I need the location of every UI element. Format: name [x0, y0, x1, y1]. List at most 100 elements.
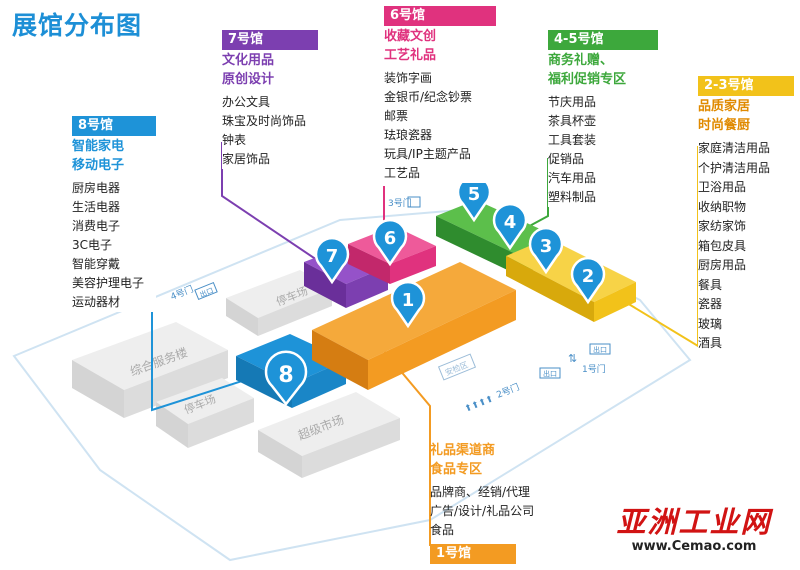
hall-23-sub2: 时尚餐厨	[698, 118, 751, 133]
page-title: 展馆分布图	[12, 11, 143, 40]
hall-8-card: 8号馆 智能家电 移动电子 厨房电器生活电器消费电子 3C电子智能穿戴美容护理电子…	[72, 116, 156, 312]
hall-8-sub1: 智能家电	[72, 139, 125, 154]
hall-7-card: 7号馆 文化用品 原创设计 办公文具珠宝及时尚饰品钟表家居饰品	[222, 30, 318, 169]
hall-pin-label: 3	[540, 236, 553, 257]
hall-pin-8: 8	[264, 350, 308, 407]
hall-pin-label: 8	[278, 363, 293, 388]
hall-pin-label: 5	[468, 184, 481, 205]
hall-pin-4: 4	[492, 203, 528, 251]
hall-23-block	[506, 238, 636, 322]
hall-1-header: 1号馆	[430, 544, 516, 564]
hall-1-sub1: 礼品渠道商	[430, 443, 496, 458]
hall-8-item: 厨房电器	[72, 181, 121, 195]
hall-23-card: 2-3号馆 品质家居 时尚餐厨 家庭清洁用品个护清洁用品卫浴用品收纳职物家纺家饰…	[698, 76, 794, 354]
watermark-url: www.Cemao.com	[631, 539, 757, 554]
hall-7-item: 钟表	[222, 133, 247, 147]
hall-45-item: 节庆用品	[548, 95, 597, 109]
hall-6-item: 玩具/IP主题产品	[384, 147, 471, 161]
hall-pin-6: 6	[372, 219, 408, 267]
hall-pin-label: 6	[384, 228, 397, 249]
gate-2-tag: 出口	[543, 369, 557, 378]
hall-23-item: 个护清洁用品	[698, 160, 771, 175]
hall-8-sub2: 移动电子	[72, 158, 125, 173]
hall-7-item: 办公文具	[222, 95, 271, 109]
hall-8-header: 8号馆	[72, 116, 156, 136]
hall-1-items: 品牌商、经销/代理广告/设计/礼品公司食品	[430, 483, 586, 540]
hall-23-item: 卫浴用品	[698, 180, 747, 194]
hall-6-items: 装饰字画金银币/纪念钞票邮票珐琅瓷器玩具/IP主题产品工艺品	[384, 69, 496, 183]
hall-8-item: 3C电子	[72, 238, 113, 252]
gate-4: 4号门 出口	[169, 281, 218, 303]
hall-45-header: 4-5号馆	[548, 30, 658, 50]
hall-45-sub1: 商务礼赠、	[548, 53, 614, 68]
hall-23-item: 酒具	[698, 336, 723, 350]
hall-1-card: 礼品渠道商 食品专区 品牌商、经销/代理广告/设计/礼品公司食品 1号馆	[430, 440, 586, 564]
hall-45-item: 汽车用品	[548, 171, 597, 185]
hall-6-item: 珐琅瓷器	[384, 128, 433, 142]
hall-7-item: 家居饰品	[222, 152, 271, 166]
hall-23-item: 厨房用品	[698, 258, 747, 272]
hall-23-item: 玻璃	[698, 316, 723, 331]
hall-8-item: 智能穿戴	[72, 257, 121, 271]
hall-pin-label: 2	[582, 266, 595, 287]
hall-23-item: 家纺家饰	[698, 219, 747, 233]
security-zone: 安检区	[437, 353, 477, 381]
hall-7-item: 珠宝及时尚饰品	[222, 114, 307, 128]
gate-3-label: 3号门	[388, 197, 412, 209]
hall-45-item: 促销品	[548, 152, 585, 166]
gate-1: ⇅ 1号门 出口	[568, 343, 611, 375]
gate-1-label: 1号门	[582, 363, 606, 375]
gate-2: ⬆⬆⬆⬆ 2号门 出口	[463, 367, 561, 415]
hall-45-sub2: 福利促销专区	[548, 72, 627, 87]
service-building: 综合服务楼	[72, 322, 228, 418]
hall-45-item: 工具套装	[548, 133, 597, 147]
hall-pin-label: 7	[326, 246, 339, 267]
hall-45-items: 节庆用品茶具杯壶工具套装促销品汽车用品塑料制品	[548, 93, 658, 207]
gate-3: 3号门	[388, 196, 421, 209]
supermarket-block: 超级市场	[258, 392, 400, 478]
hall-6-sub1: 收藏文创	[384, 29, 437, 44]
hall-45-card: 4-5号馆 商务礼赠、 福利促销专区 节庆用品茶具杯壶工具套装促销品汽车用品塑料…	[548, 30, 658, 207]
hall-7-items: 办公文具珠宝及时尚饰品钟表家居饰品	[222, 93, 318, 169]
hall-6-item: 工艺品	[384, 166, 421, 180]
hall-6-item: 邮票	[384, 109, 409, 123]
hall-45-item: 塑料制品	[548, 190, 597, 204]
hall-pin-label: 1	[402, 290, 415, 311]
hall-6-card: 6号馆 收藏文创 工艺礼品 装饰字画金银币/纪念钞票邮票珐琅瓷器玩具/IP主题产…	[384, 6, 496, 183]
watermark: 亚洲工业网 www.Cemao.com	[596, 505, 792, 555]
hall-1-item: 广告/设计/礼品公司	[430, 504, 535, 518]
gate-1-tag: 出口	[593, 345, 607, 354]
site-boundary	[12, 208, 692, 562]
hall-pin-3: 3	[528, 227, 564, 275]
hall-1-item: 食品	[430, 523, 455, 537]
hall-23-items: 家庭清洁用品个护清洁用品卫浴用品收纳职物家纺家饰箱包皮具厨房用品餐具瓷器玻璃酒具	[698, 139, 794, 354]
watermark-main: 亚洲工业网	[616, 505, 772, 539]
hall-6-header: 6号馆	[384, 6, 496, 26]
hall-6-sub2: 工艺礼品	[384, 48, 437, 63]
hall-8-item: 消费电子	[72, 219, 121, 233]
hall-1-item: 品牌商、经销/代理	[430, 485, 531, 499]
parking-block-south: 停车场	[156, 378, 254, 448]
hall-pin-2: 2	[570, 257, 606, 305]
svg-text:⇅: ⇅	[568, 352, 577, 365]
hall-1-sub2: 食品专区	[430, 462, 483, 477]
hall-8-item: 生活电器	[72, 200, 121, 214]
hall-23-item: 餐具	[698, 277, 723, 292]
hall-pin-label: 4	[504, 212, 517, 233]
hall-23-item: 瓷器	[698, 297, 723, 311]
hall-pin-7: 7	[314, 237, 350, 285]
hall-23-item: 箱包皮具	[698, 238, 747, 253]
hall-pin-1: 1	[390, 281, 426, 329]
hall-23-header: 2-3号馆	[698, 76, 794, 96]
hall-8-items: 厨房电器生活电器消费电子 3C电子智能穿戴美容护理电子运动器材	[72, 179, 156, 312]
hall-45-item: 茶具杯壶	[548, 114, 597, 128]
hall-23-item: 收纳职物	[698, 199, 747, 214]
hall-6-item: 金银币/纪念钞票	[384, 90, 473, 104]
hall-8-item: 美容护理电子	[72, 276, 145, 290]
hall-8-item: 运动器材	[72, 295, 121, 309]
hall-7-header: 7号馆	[222, 30, 318, 50]
gate-2-label: 2号门	[495, 381, 522, 401]
hall-23-sub1: 品质家居	[698, 99, 751, 114]
hall-6-item: 装饰字画	[384, 71, 433, 85]
